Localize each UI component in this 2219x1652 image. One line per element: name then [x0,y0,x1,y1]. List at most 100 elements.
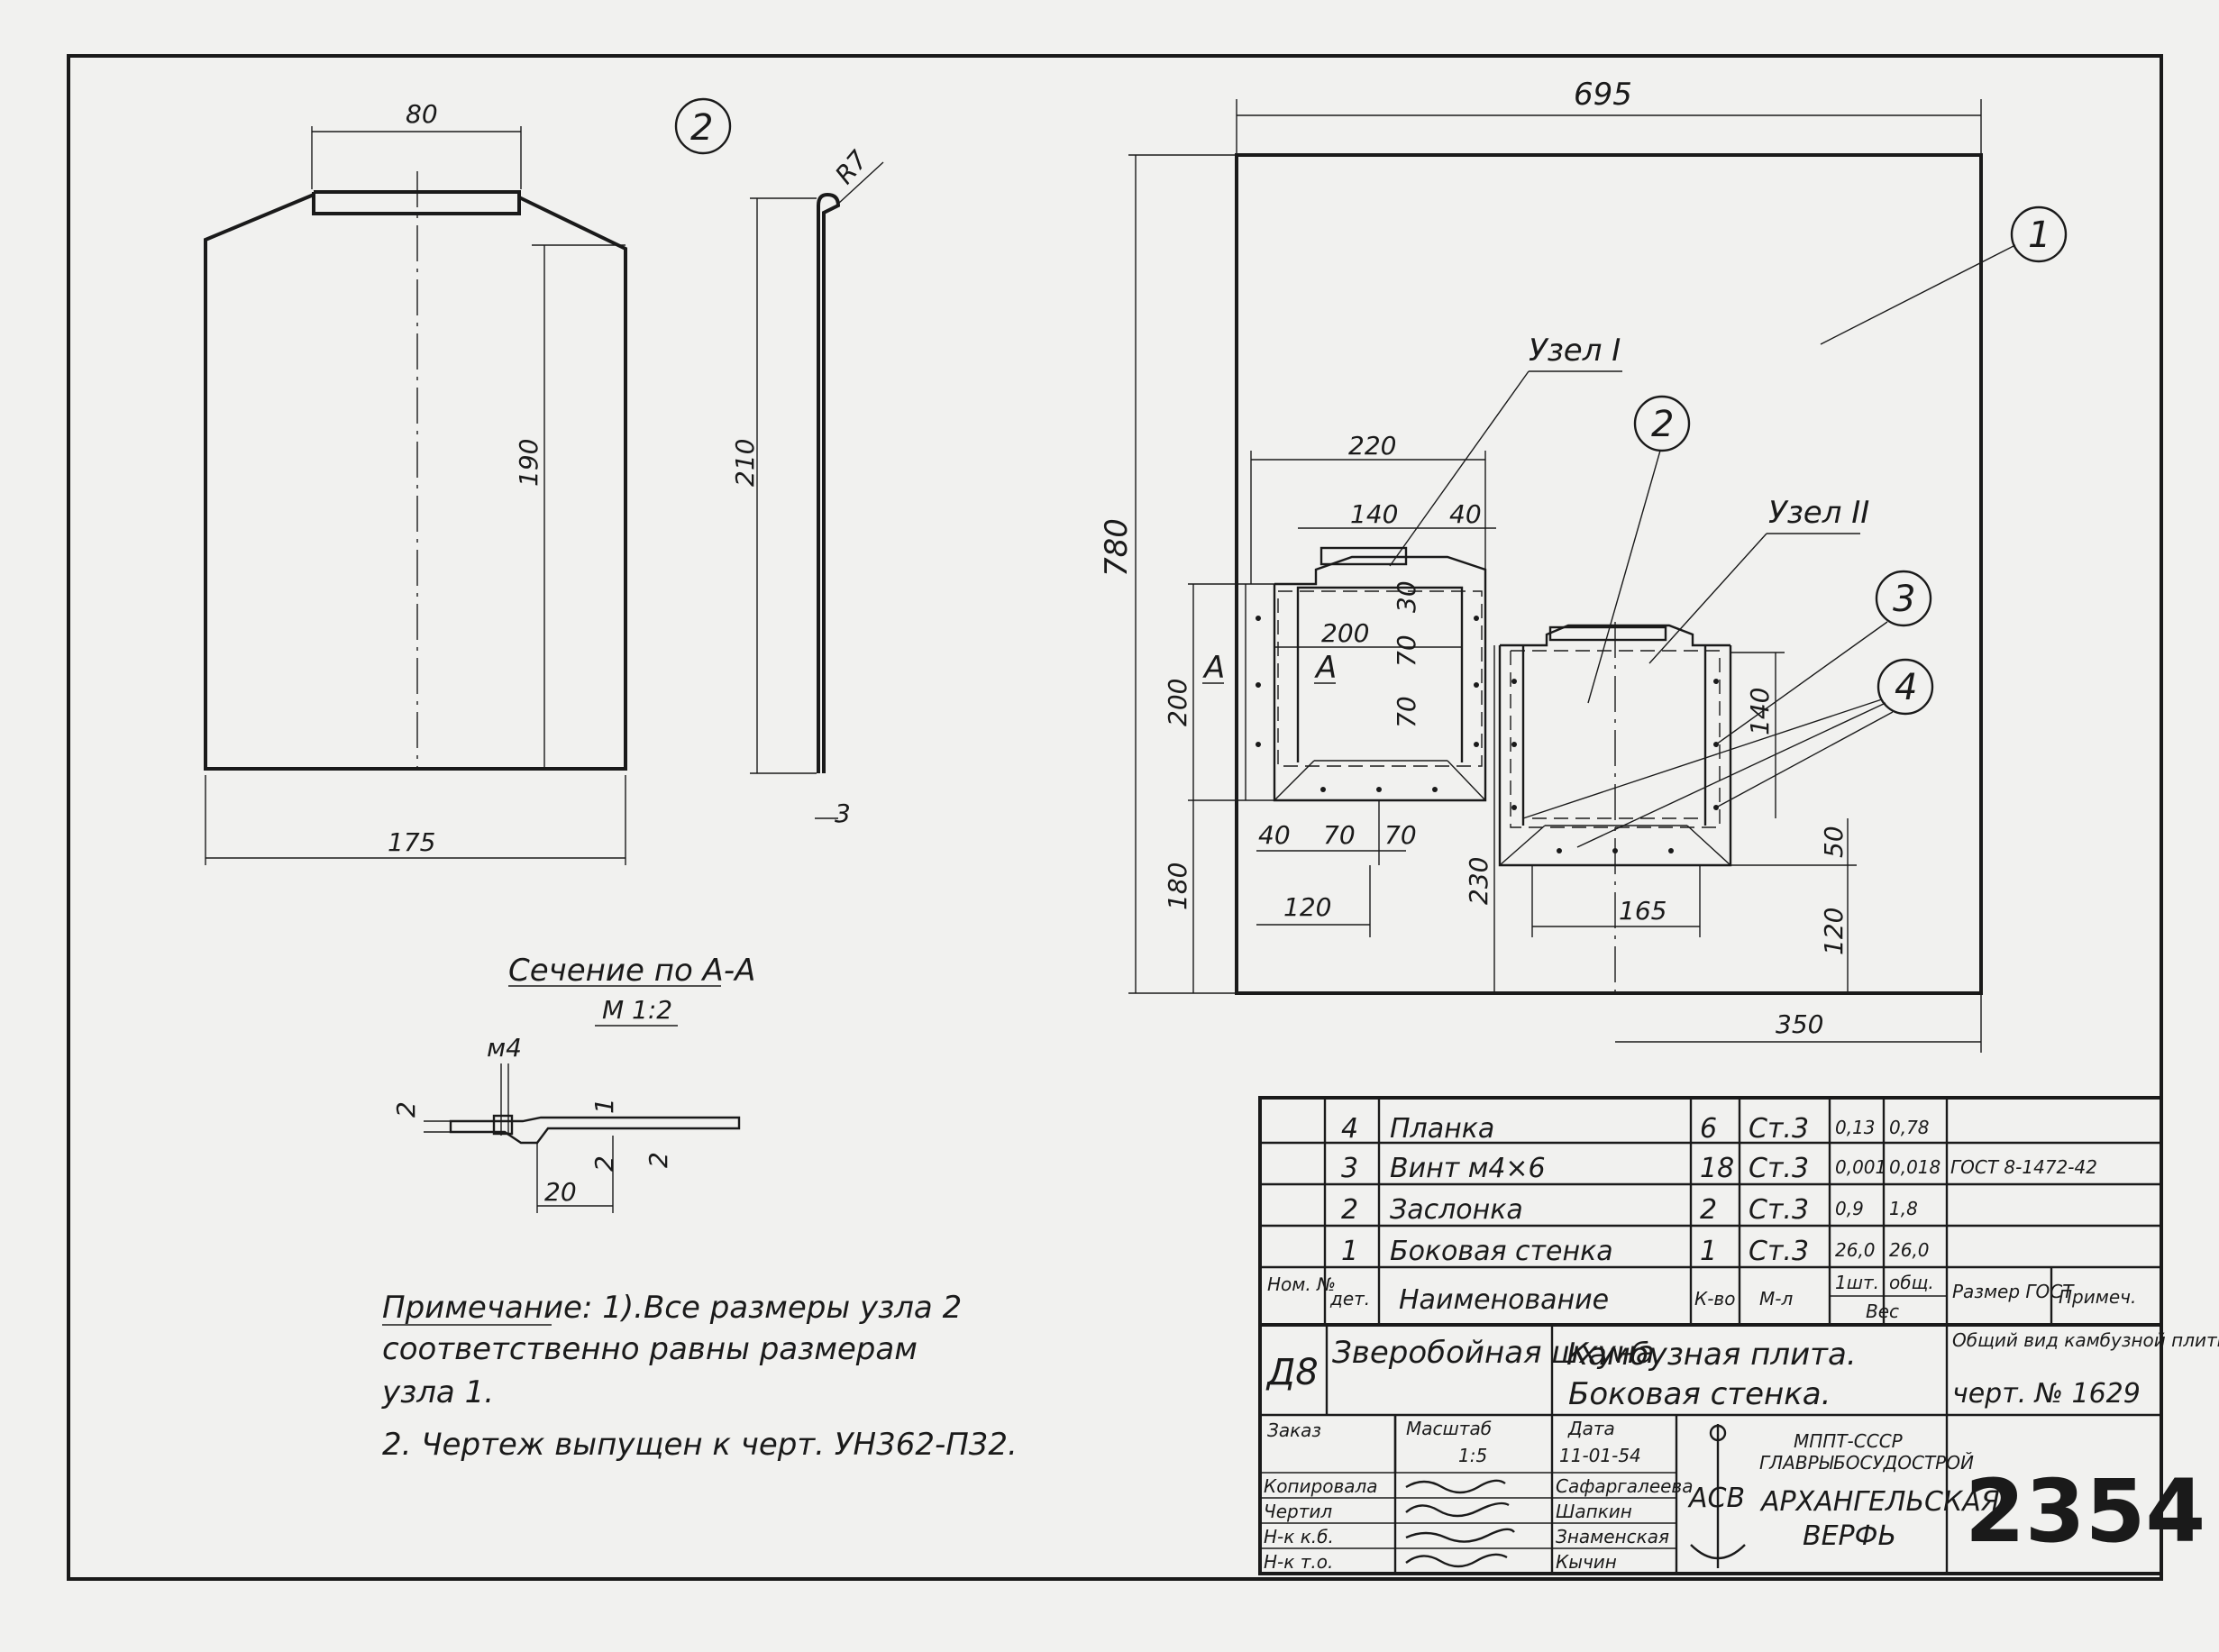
scale-label: Масштаб [1406,1418,1492,1439]
name-4: Кычин [1556,1551,1617,1573]
dim-120: 120 [1283,892,1331,922]
dim-70-2: 70 [1392,696,1421,728]
section-title: Сечение по А-А [508,953,755,989]
title-block: Д8 Зверобойная шхуна Камбузная плита. Бо… [1258,1323,2219,1575]
section-mark-a-right: А [1314,650,1337,686]
dim-40: 40 [1449,499,1482,529]
sheet-frame [67,54,2163,1581]
part-row-1: 1 Боковая стенка 1 Ст.3 26,0 26,0 [1341,1236,1930,1267]
header-name: Наименование [1399,1284,1609,1316]
dim-200-inner: 200 [1321,618,1369,648]
header-num: Ном. № [1267,1273,1336,1295]
part-weight-total: 0,018 [1889,1156,1940,1178]
dim-50: 50 [1819,826,1849,858]
section-dim-bottom: 20 [544,1177,577,1207]
part-name: Заслонка [1390,1194,1523,1226]
org-ministry: МППТ-СССР [1794,1430,1904,1452]
parts-list: 4 Планка 6 Ст.3 0,13 0,78 3 Винт м4×6 18… [1258,1096,2163,1327]
part-qty: 18 [1700,1153,1734,1184]
dim-70-1: 70 [1392,634,1421,667]
title-code: Д8 [1265,1352,1319,1393]
profile-view: 2 210 R7 3 [674,97,884,828]
dim-30: 30 [1392,580,1421,613]
part-name: Планка [1390,1113,1494,1145]
part-qty: 6 [1700,1113,1717,1145]
part-row-3: 3 Винт м4×6 18 Ст.3 0,001 0,018 ГОСТ 8-1… [1341,1153,2097,1184]
header-qty: К-во [1694,1288,1735,1310]
org-city: АРХАНГЕЛЬСКАЯ [1759,1486,2000,1518]
view-name: Общий вид камбузной плиты [1952,1329,2219,1351]
section-aa: Сечение по А-А М 1:2 м4 2 1 2 2 20 [391,953,755,1213]
part-weight-each: 0,13 [1835,1117,1876,1138]
dim-top-width: 80 [406,99,438,129]
note-line1: Примечание: 1).Все размеры узла 2 [382,1290,962,1326]
profile-mark: 2 [690,107,713,149]
date-label: Дата [1567,1418,1615,1439]
svg-text:АСВ: АСВ [1687,1483,1745,1514]
title-line-1: Камбузная плита. [1566,1337,1857,1373]
node-1-drawing: 220 140 40 200 30 70 70 А А 200 180 [1163,431,1496,993]
section-dim-left: 2 [391,1101,421,1118]
node-2-label: Узел II [1768,495,1869,531]
callout-4: 4 [1895,667,1917,708]
part-row-2: 2 Заслонка 2 Ст.3 0,9 1,8 [1341,1194,1918,1226]
header-det: дет. [1329,1288,1370,1310]
part-qty: 1 [1700,1236,1717,1267]
callout-1: 1 [2028,214,2050,256]
part-weight-total: 1,8 [1889,1198,1918,1219]
signature-4 [1405,1553,1508,1568]
part-material: Ст.3 [1749,1194,1809,1226]
name-1: Сафаргалеева [1556,1475,1693,1497]
part-name: Винт м4×6 [1390,1153,1546,1184]
section-dim-under: 2 [644,1152,673,1168]
dim-height-190: 190 [514,439,543,487]
dim-140: 140 [1350,499,1398,529]
org-directorate: ГЛАВРЫБОСУДОСТРОЙ [1759,1452,1974,1474]
part-num: 3 [1341,1153,1358,1184]
header-weight-each: 1шт. [1835,1272,1879,1293]
title-line-2: Боковая стенка. [1568,1376,1831,1412]
dim-thickness: 3 [835,799,851,828]
part-material: Ст.3 [1749,1236,1809,1267]
blank-view: 80 190 175 [204,99,627,865]
dim-70-h1: 70 [1323,820,1356,850]
part-num: 1 [1341,1236,1358,1267]
part-material: Ст.3 [1749,1113,1809,1145]
dim-70-h2: 70 [1384,820,1417,850]
order-label: Заказ [1267,1419,1321,1441]
note-line3: узла 1. [381,1374,494,1410]
header-weight: Вес [1866,1301,1899,1322]
header-note: Примеч. [2059,1286,2136,1308]
header-weight-total: общ. [1889,1272,1934,1293]
dim-height-210: 210 [730,439,760,487]
dim-radius: R7 [829,145,873,190]
role-head-to: Н-к т.о. [1264,1551,1333,1573]
dim-350: 350 [1776,1009,1823,1039]
node-2-drawing: 140 50 120 230 165 350 [1464,622,1982,1053]
dim-165: 165 [1619,896,1667,926]
section-scale: М 1:2 [602,995,672,1025]
general-view: 695 780 [1099,77,2068,1053]
dim-200-vertical: 200 [1163,679,1192,726]
part-weight-total: 0,78 [1889,1117,1930,1138]
part-num: 4 [1341,1113,1358,1145]
drawing-ref: черт. № 1629 [1952,1378,2141,1410]
signature-1 [1405,1479,1506,1494]
org-shipyard: ВЕРФЬ [1803,1520,1896,1552]
notes: Примечание: 1).Все размеры узла 2 соотве… [381,1290,1018,1463]
part-name: Боковая стенка [1390,1236,1613,1267]
section-dim-right1: 1 [589,1098,619,1114]
dim-overall-width: 695 [1574,77,1632,113]
parts-header: Ном. № дет. Наименование К-во М-л 1шт. о… [1267,1272,2136,1322]
part-row-4: 4 Планка 6 Ст.3 0,13 0,78 [1341,1113,1930,1145]
shipyard-logo: АСВ [1687,1424,1746,1568]
part-weight-total: 26,0 [1889,1239,1930,1261]
dim-230: 230 [1464,857,1493,905]
dim-220: 220 [1348,431,1396,461]
dim-120-vertical: 120 [1819,908,1849,955]
section-thread: м4 [487,1033,522,1063]
callouts: Узел I Узел II 1 2 3 4 [1389,205,2068,848]
part-weight-each: 0,9 [1835,1198,1864,1219]
section-mark-a-left: А [1202,650,1225,686]
